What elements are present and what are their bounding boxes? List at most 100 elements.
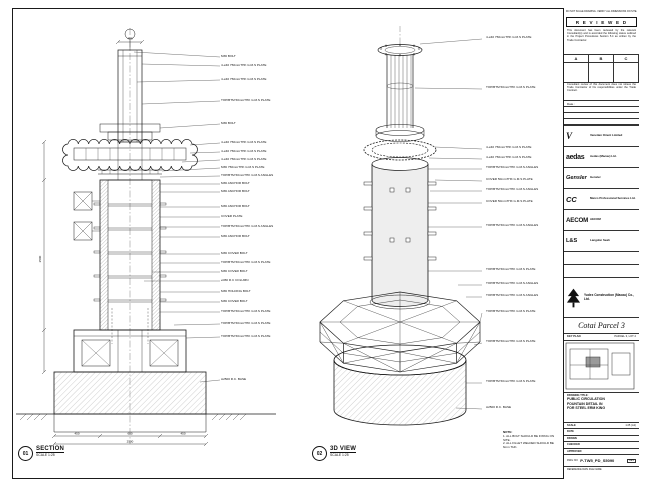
status-cell: [614, 63, 639, 83]
callout-label: M36 ANCHOR BOLT: [221, 189, 250, 193]
callout-label: M36 COVER BOLT: [221, 269, 248, 273]
field-label: DRAWN: [567, 436, 577, 440]
callout-label: M36 750mmTHK G.M.S PLATE: [221, 165, 265, 169]
date-field: DATE: [564, 428, 639, 434]
callout-label: ⌀450 R.C COLUMN: [221, 278, 249, 282]
callout-label: COVER 50mmTHK G.M.S PLATE: [486, 177, 533, 181]
callout-label: M36 COVER BOLT: [221, 251, 248, 255]
revision-row: [564, 107, 639, 113]
iso-view-drawing: [319, 26, 483, 426]
dim-left: 2500: [38, 255, 42, 262]
status-col-a: A: [564, 54, 589, 63]
gensler-logo: Gensler: [566, 175, 587, 181]
view-scale: SCALE 1:25: [36, 453, 55, 457]
callout-label: 4-⌀40 750mmTHK G.M.S PLATE: [486, 35, 532, 39]
shaft-cylinder: [371, 157, 429, 307]
consultant-row: Gensler Gensler: [564, 167, 639, 188]
section-view-drawing: 450: [16, 28, 276, 447]
consultant-name: Venetian Orient Limited: [590, 133, 623, 138]
callout-label: M36 ANCHOR BOLT: [221, 181, 250, 185]
consultant-row: AECOM AECOM: [564, 209, 639, 230]
earth-hatch: [19, 413, 247, 421]
field-label: DATE: [567, 430, 574, 434]
status-col-b: B: [589, 54, 614, 63]
callout-label: TOP/BTM 50mmTHK G.M.S PLATE: [486, 85, 536, 89]
dim-overall: 2500: [127, 440, 134, 444]
callout-label: TOP/BTM 50mmTHK G.M.S ANGLES: [486, 223, 539, 227]
consultant-name: AECOM: [590, 217, 601, 222]
marco-logo: CC: [566, 194, 577, 204]
callout-label: TOP/BTM 50mmTHK G.M.S ANGLES: [221, 173, 274, 177]
view-title: SECTION: [36, 446, 65, 453]
key-plan-header: KEY PLAN PARCEL 3, LOT 2: [564, 333, 639, 340]
callout-label: TOP/BTM 50mmTHK G.M.S ANGLES: [486, 187, 539, 191]
status-cell: [564, 63, 589, 83]
callout-label: 4-⌀40 750mmTHK G.M.S PLATE: [486, 155, 532, 159]
callout-label: M36 HOLDING BOLT: [221, 289, 251, 293]
view-number-bubble: 01: [18, 446, 33, 461]
iso-view-mark: 02 3D VIEW SCALE 1:25: [312, 446, 357, 461]
notes-heading: NOTE:: [503, 430, 513, 434]
consultant-row: aedas Aedas (Macau) Ltd.: [564, 146, 639, 167]
callout-label: A2500 R.C. BASE: [486, 405, 512, 409]
callout-label: TOP/BTM 50mmTHK G.M.S PLATE: [486, 267, 536, 271]
date-row: Date :: [564, 100, 639, 107]
aecom-logo: AECOM: [566, 216, 589, 224]
callout-label: TOP/BTM 50mmTHK G.M.S PLATE: [486, 379, 536, 383]
dim-bottom-2: 600: [127, 432, 132, 436]
octagonal-platform: [319, 291, 481, 373]
callout-label: 4-⌀40 750mmTHK G.M.S PLATE: [221, 140, 267, 144]
field-label: APPROVED: [567, 449, 582, 453]
contractor-name: Yudex Construction (Macau) Co., Ltd.: [583, 292, 634, 301]
bottom-dimensions: 450 600 450 2500: [51, 432, 209, 447]
scale-warning-note: DO NOT SCALE DRAWING. VERIFY ALL DIMENSI…: [565, 10, 638, 13]
rod-cluster: [386, 55, 414, 128]
callout-label: TOP/BTM 50mmTHK G.M.S PLATE: [221, 98, 271, 102]
dwg-no-value: P-TW5_PD_S5090: [580, 458, 615, 463]
side-detail-boxes: [73, 191, 100, 241]
drawing-number-row: DWG NO: P-TW5_PD_S5090 REV: [564, 454, 639, 466]
collar-ring: [375, 124, 425, 142]
drawing-title-line: FOUNTAIN DETAIL IN: [567, 401, 603, 406]
callout-label: 4-⌀40 750mmTHK G.M.S PLATE: [221, 149, 267, 153]
dim-bottom-3: 450: [180, 432, 185, 436]
callout-label: TOP/BTM 50mmTHK G.M.S ANGLES: [486, 165, 539, 169]
langdon-seah-logo: L&S: [566, 238, 578, 244]
callout-label: TOP/BTM 50mmTHK G.M.S ANGLES: [486, 281, 539, 285]
scale-field: SCALE 1:25 (A1): [564, 422, 639, 428]
column-shaft: [117, 49, 143, 143]
callout-label: 4-⌀40 750mmTHK G.M.S PLATE: [486, 145, 532, 149]
project-name: Cotai Parcel 3: [564, 317, 639, 333]
dwg-no-label: DWG NO:: [567, 459, 579, 462]
empty-row: [564, 251, 639, 264]
callout-label: COVER 50mmTHK G.M.S PLATE: [486, 199, 533, 203]
revision-row: [564, 113, 639, 119]
callout-label: COVER PLATE: [221, 214, 243, 218]
ring-plate: [73, 142, 187, 180]
top-dimension: 450: [115, 37, 145, 45]
contractor-block: Yudex Construction (Macau) Co., Ltd.: [564, 277, 639, 317]
consultant-name: Marco Professional Services Ltd.: [590, 196, 636, 201]
dim-top: 450: [127, 37, 132, 41]
flange-stack: [98, 169, 162, 175]
field-label: SCALE: [567, 424, 576, 427]
drawing-title-label: DRAWING TITLE:: [567, 394, 589, 397]
key-plan-label: KEY PLAN: [567, 335, 581, 338]
detail-bubble: [124, 28, 136, 50]
consultant-name: Aedas (Macau) Ltd.: [590, 154, 617, 159]
bolt-tabs: [363, 181, 437, 261]
callout-label: TOP/BTM 50mmTHK G.M.S PLATE: [486, 309, 536, 313]
scalloped-ring: [363, 139, 437, 161]
drawing-title-line: PUBLIC CIRCULATION: [567, 397, 605, 401]
field-value: 1:25 (A1): [625, 424, 636, 427]
stiffeners: [93, 202, 167, 303]
callout-label: TOP/BTM 50mmTHK G.M.S PLATE: [486, 339, 536, 343]
empty-row: [564, 264, 639, 277]
general-notes: NOTE: 1. ALL BOLT SHOULD BE FIXING ON SI…: [503, 430, 561, 450]
callout-label: TOP/BTM 50mmTHK G.M.S PLATE: [221, 260, 271, 264]
key-plan-box: [564, 340, 639, 392]
view-scale: SCALE 1:25: [330, 453, 349, 457]
callout-label: A2500 R.C. BASE: [221, 377, 247, 381]
view-number-bubble: 02: [312, 446, 327, 461]
